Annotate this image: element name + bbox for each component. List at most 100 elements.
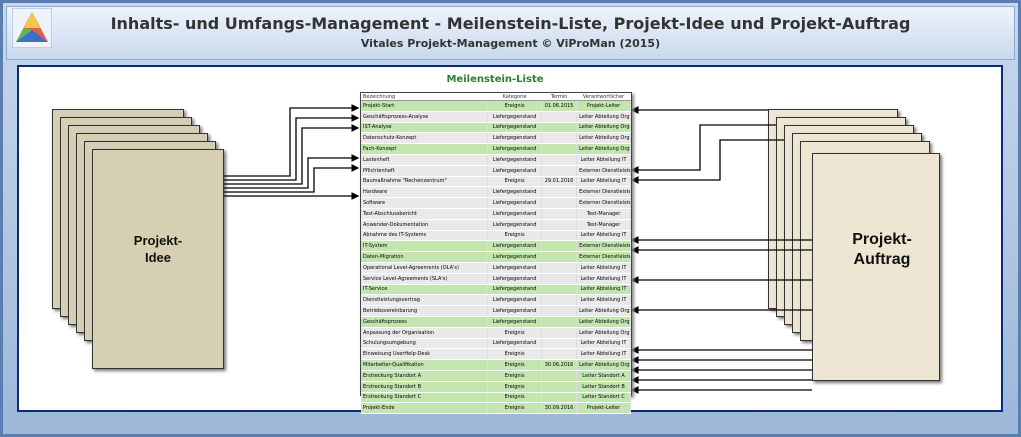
cell-bezeichnung: Geschäftsprozess <box>361 316 489 328</box>
cell-verantwortlicher: Leiter Abteilung IT <box>576 294 631 307</box>
table-row: Service Level-Agreements (SLA's)Lieferge… <box>361 273 631 285</box>
cell-kategorie: Liefergegenstand <box>487 240 543 253</box>
cell-termin <box>541 327 578 339</box>
viproman-logo <box>12 8 52 48</box>
cell-bezeichnung: Erstreckung Standort B <box>361 381 489 393</box>
cell-bezeichnung: Lastenheft <box>361 154 489 166</box>
idee-arrow-4 <box>224 154 360 189</box>
idee-arrow-3 <box>224 124 360 185</box>
cell-bezeichnung: Fach-Konzept <box>361 143 489 155</box>
header-bar <box>6 6 1015 60</box>
cell-kategorie: Ereignis <box>487 327 543 339</box>
cell-termin <box>541 392 578 404</box>
page-title: Inhalts- und Umfangs-Management - Meilen… <box>110 14 911 33</box>
cell-kategorie: Liefergegenstand <box>487 132 543 145</box>
cell-termin <box>541 197 578 209</box>
cell-bezeichnung: Projekt-Start <box>361 100 489 112</box>
cell-bezeichnung: Daten-Migration <box>361 251 489 263</box>
cell-verantwortlicher: Leiter Abteilung Org <box>576 122 631 134</box>
cell-bezeichnung: Projekt-Ende <box>361 402 489 415</box>
idee-arrow-2 <box>224 114 360 181</box>
cell-bezeichnung: Pflichtenheft <box>361 165 489 177</box>
cell-termin <box>541 294 578 307</box>
cell-bezeichnung: Mitarbeiter-Qualifikation <box>361 359 489 371</box>
milestone-table-title: Meilenstein-Liste <box>446 74 544 85</box>
column-header-termin: Termin <box>541 93 577 101</box>
cell-termin <box>541 154 578 166</box>
cell-termin <box>541 273 578 285</box>
cell-bezeichnung: Einweisung UserHelp-Desk <box>361 348 489 361</box>
cell-kategorie: Ereignis <box>487 359 543 371</box>
auftrag-arrow-2 <box>630 124 776 174</box>
cell-termin <box>541 338 578 350</box>
cell-kategorie: Liefergegenstand <box>487 154 543 166</box>
cell-kategorie: Liefergegenstand <box>487 273 543 285</box>
cell-termin: 01.06.2015 <box>541 100 578 112</box>
column-header-kategorie: Kategorie <box>487 93 542 101</box>
cell-kategorie: Ereignis <box>487 100 543 112</box>
cell-bezeichnung: IT-Service <box>361 284 489 296</box>
cell-kategorie: Liefergegenstand <box>487 316 543 328</box>
cell-verantwortlicher: Leiter Abteilung IT <box>576 273 631 285</box>
cell-bezeichnung: IST-Analyse <box>361 122 489 134</box>
auftrag-doc-front <box>812 153 940 381</box>
cell-termin: 29.01.2016 <box>541 176 578 188</box>
cell-termin: 30.06.2016 <box>541 359 578 371</box>
milestone-table-header: Bezeichnung Kategorie Termin Verantwortl… <box>361 93 631 101</box>
cell-kategorie: Ereignis <box>487 402 543 415</box>
column-header-bezeichnung: Bezeichnung <box>361 93 488 101</box>
cell-verantwortlicher: Leiter Abteilung Org <box>576 359 631 371</box>
cell-kategorie: Liefergegenstand <box>487 197 543 209</box>
projekt-idee-label: Projekt-Idee <box>133 233 183 265</box>
cell-verantwortlicher: Leiter Standort C <box>576 392 631 404</box>
cell-termin <box>541 240 578 253</box>
cell-verantwortlicher: Leiter Abteilung IT <box>576 176 631 188</box>
cell-bezeichnung: Baumaßnahme "Rechenzentrum" <box>361 176 489 188</box>
column-header-verantwortlicher: Verantwortlicher <box>576 93 631 101</box>
cell-termin <box>541 208 578 220</box>
cell-termin <box>541 122 578 134</box>
cell-kategorie: Ereignis <box>487 381 543 393</box>
cell-kategorie: Liefergegenstand <box>487 122 543 134</box>
cell-termin <box>541 262 578 274</box>
cell-verantwortlicher: Leiter Standort A <box>576 370 631 382</box>
cell-kategorie: Liefergegenstand <box>487 305 543 317</box>
cell-verantwortlicher: Projekt-Leiter <box>576 402 631 415</box>
cell-verantwortlicher: Externer Dienstleister <box>576 186 631 199</box>
cell-kategorie: Ereignis <box>487 230 543 242</box>
cell-verantwortlicher: Leiter Abteilung IT <box>576 284 631 296</box>
cell-kategorie: Liefergegenstand <box>487 219 543 231</box>
cell-kategorie: Ereignis <box>487 392 543 404</box>
cell-kategorie: Liefergegenstand <box>487 338 543 350</box>
milestone-table: Bezeichnung Kategorie Termin Verantwortl… <box>360 92 632 415</box>
cell-termin <box>541 284 578 296</box>
cell-bezeichnung: Datenschutz-Konzept <box>361 132 489 145</box>
cell-verantwortlicher: Leiter Abteilung Org <box>576 316 631 328</box>
cell-bezeichnung: Anwender-Dokumentation <box>361 219 489 231</box>
cell-verantwortlicher: Externer Dienstleister <box>576 251 631 263</box>
cell-kategorie: Ereignis <box>487 348 543 361</box>
cell-termin <box>541 305 578 317</box>
cell-termin <box>541 251 578 263</box>
cell-verantwortlicher: Leiter Abteilung IT <box>576 154 631 166</box>
cell-kategorie: Ereignis <box>487 370 543 382</box>
auftrag-arrow-3 <box>630 139 784 184</box>
